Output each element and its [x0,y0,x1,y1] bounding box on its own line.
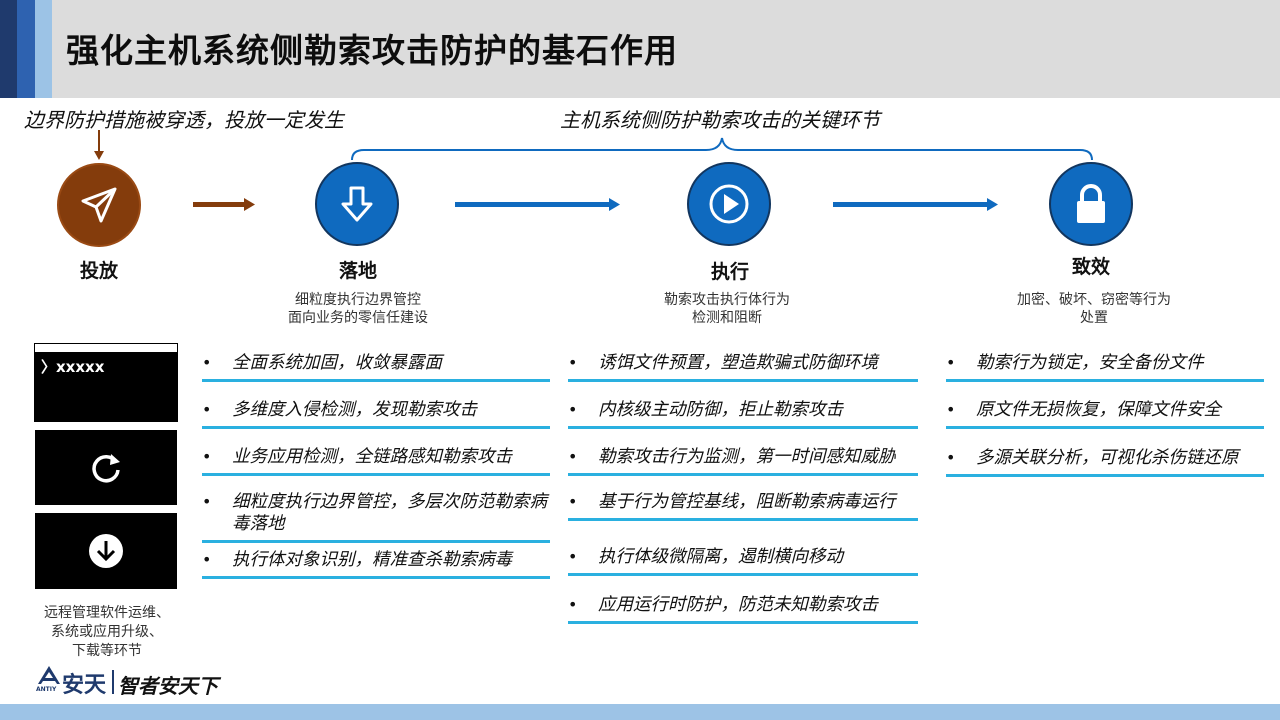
stage-landing-desc-line2: 面向业务的零信任建设 [288,310,428,326]
stage-execute-desc-line2: 检测和阻断 [692,310,762,326]
update-block [35,430,177,505]
left-note-line2: 系统或应用升级、 [51,624,163,640]
lock-icon [1077,184,1105,223]
paper-plane-icon [81,187,117,223]
footer-bar [0,704,1280,720]
stage-effect-desc: 加密、破坏、窃密等行为 处置 [964,291,1224,327]
stage-effect-desc-line1: 加密、破坏、窃密等行为 [1017,292,1171,308]
caption-key-stages: 主机系统侧防护勒索攻击的关键环节 [560,108,880,132]
stage-deliver-name: 投放 [79,260,118,282]
list-item: 勒索攻击行为监测，第一时间感知威胁 [568,446,918,476]
list-item: 勒索行为锁定，安全备份文件 [946,352,1264,382]
stage-effect-circle [1049,162,1133,246]
header-stripe-navy [0,0,17,98]
caption-breach: 边界防护措施被穿透，投放一定发生 [24,108,344,132]
list-item: 细粒度执行边界管控，多层次防范勒索病毒落地 [202,491,550,543]
left-note-line3: 下载等环节 [72,643,142,659]
stage-landing-desc: 细粒度执行边界管控 面向业务的零信任建设 [228,291,488,327]
arrow-brown-icon [193,198,255,211]
stage-effect-desc-line2: 处置 [1080,310,1108,326]
refresh-icon [92,453,120,482]
download-circle-icon [89,534,123,568]
left-panel-note: 远程管理软件运维、 系统或应用升级、 下载等环节 [24,604,190,661]
list-item: 基于行为管控基线，阻断勒索病毒运行 [568,491,918,521]
terminal-text: 〉xxxxx [41,358,105,376]
stage-execute-desc: 勒索攻击执行体行为 检测和阻断 [597,291,857,327]
brace-bracket [351,137,1093,161]
arrow-blue-2-icon [833,198,998,211]
list-item: 业务应用检测，全链路感知勒索攻击 [202,446,550,476]
list-item: 内核级主动防御，拒止勒索攻击 [568,399,918,429]
landing-measures-list: 全面系统加固，收敛暴露面 多维度入侵检测，发现勒索攻击 业务应用检测，全链路感知… [202,352,550,579]
brand-slogan: 智者安天下 [118,674,218,698]
stage-execute-desc-line1: 勒索攻击执行体行为 [664,292,790,308]
stage-landing-desc-line1: 细粒度执行边界管控 [295,292,421,308]
down-arrow-icon [94,130,104,160]
header-stripe-light [35,0,52,98]
play-icon [709,184,749,224]
stage-execute-name: 执行 [710,261,749,283]
header-bar [0,0,1280,98]
download-block [35,513,177,589]
brand-logo: ANTIY 安天 智者安天下 [36,664,226,698]
list-item: 原文件无损恢复，保障文件安全 [946,399,1264,429]
left-note-line1: 远程管理软件运维、 [44,605,170,621]
list-item: 全面系统加固，收敛暴露面 [202,352,550,382]
list-item: 执行体级微隔离，遏制横向移动 [568,546,918,576]
flow-connectors [94,130,1093,211]
download-arrow-icon [341,186,373,222]
list-item: 执行体对象识别，精准查杀勒索病毒 [202,549,550,579]
stage-execute-circle [687,162,771,246]
arrow-blue-1-icon [455,198,620,211]
page-title: 强化主机系统侧勒索攻击防护的基石作用 [66,31,678,70]
header-stripe-blue [17,0,35,98]
terminal-block: 〉xxxxx [35,344,177,421]
stage-landing-name: 落地 [338,260,377,282]
list-item: 应用运行时防护，防范未知勒索攻击 [568,594,918,624]
brand-name: 安天 [62,673,107,698]
stage-effect-name: 致效 [1071,256,1110,278]
effect-measures-list: 勒索行为锁定，安全备份文件 原文件无损恢复，保障文件安全 多源关联分析，可视化杀… [946,352,1264,477]
antiy-logo-icon [38,666,60,684]
stage-deliver-circle [57,163,141,247]
execution-measures-list: 诱饵文件预置，塑造欺骗式防御环境 内核级主动防御，拒止勒索攻击 勒索攻击行为监测… [568,352,918,624]
logo-divider [112,670,114,694]
stage-landing-circle [315,162,399,246]
list-item: 诱饵文件预置，塑造欺骗式防御环境 [568,352,918,382]
list-item: 多源关联分析，可视化杀伤链还原 [946,447,1264,477]
list-item: 多维度入侵检测，发现勒索攻击 [202,399,550,429]
brand-en: ANTIY [36,686,57,693]
